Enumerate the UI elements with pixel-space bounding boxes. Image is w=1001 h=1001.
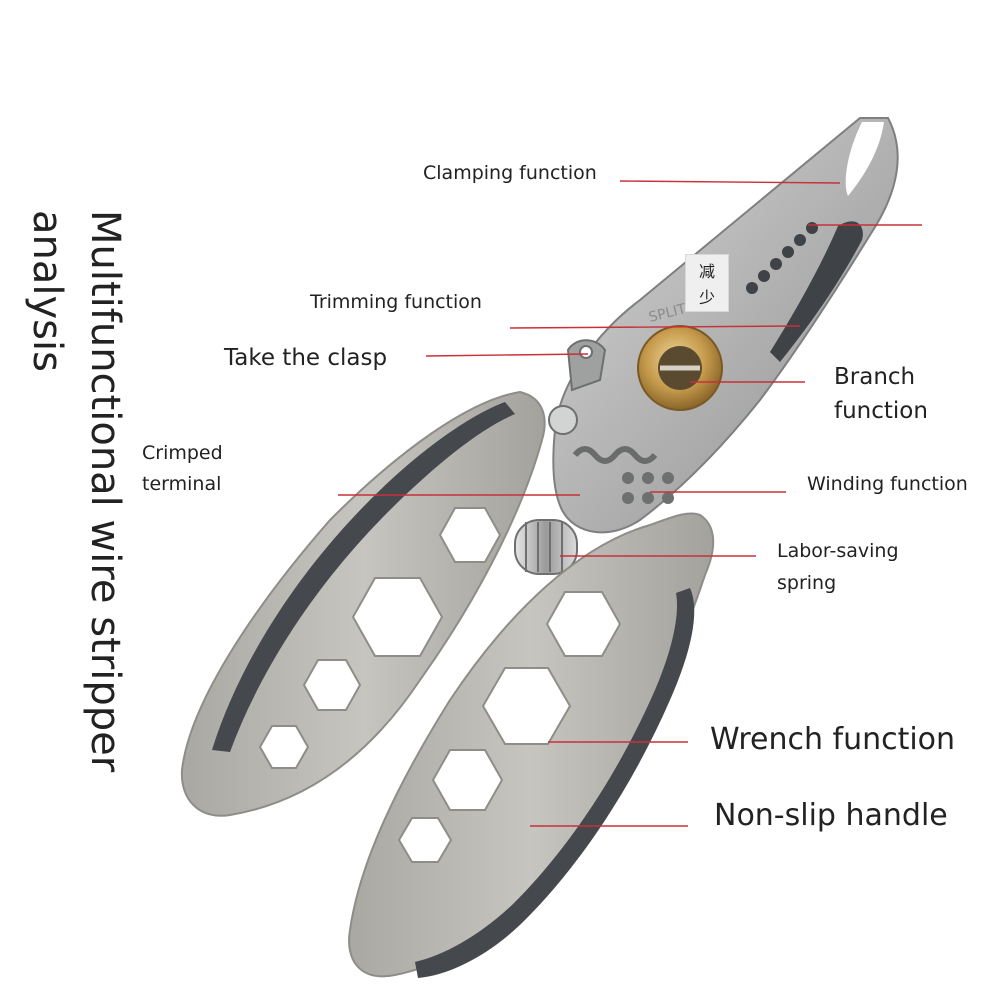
right-hex-hole-3 bbox=[431, 749, 504, 811]
label-spring-line-1: Labor-saving bbox=[777, 540, 899, 562]
title-line-1: Multifunctional wire stripper bbox=[82, 210, 128, 773]
label-take-the-clasp: Take the clasp bbox=[224, 345, 388, 371]
left-grip-strip bbox=[212, 402, 515, 752]
label-branch-line-1: Branch bbox=[834, 364, 916, 390]
stamp-overlay: 减 少 bbox=[685, 254, 729, 312]
left-handle bbox=[180, 390, 546, 817]
leader-lines bbox=[338, 180, 922, 827]
label-crimped-line-2: terminal bbox=[142, 473, 222, 495]
label-trimming-function: Trimming function bbox=[310, 291, 482, 313]
label-crimped-line-1: Crimped bbox=[142, 442, 223, 464]
left-hex-hole-2 bbox=[351, 577, 444, 657]
label-wrench-function: Wrench function bbox=[710, 722, 956, 757]
steel-head bbox=[552, 117, 899, 534]
left-hex-hole-4 bbox=[258, 725, 310, 769]
label-clamping-function: Clamping function bbox=[423, 162, 597, 184]
label-winding-function: Winding function bbox=[807, 473, 968, 495]
left-hex-hole-1 bbox=[438, 507, 502, 563]
leader-line-trimming bbox=[509, 325, 801, 329]
vertical-title: Multifunctional wire stripper analysis bbox=[18, 210, 134, 772]
stamp-char-2: 少 bbox=[698, 288, 715, 307]
right-hex-hole-2 bbox=[481, 667, 572, 745]
label-branch-function: Branch function bbox=[834, 360, 928, 428]
label-branch-line-2: function bbox=[834, 398, 928, 424]
spring bbox=[514, 519, 578, 575]
title-line-2: analysis bbox=[24, 210, 70, 372]
leader-line-clasp bbox=[425, 353, 589, 357]
right-hex-hole-1 bbox=[545, 591, 622, 657]
right-handle bbox=[348, 512, 715, 978]
stripping-teeth bbox=[746, 222, 818, 294]
winding-holes bbox=[622, 472, 674, 504]
crimp-wave bbox=[572, 446, 658, 464]
clasp bbox=[548, 339, 607, 435]
left-hex-hole-3 bbox=[302, 659, 362, 711]
label-crimped-terminal: Crimped terminal bbox=[142, 438, 223, 500]
jaw-gap bbox=[845, 122, 884, 196]
stamp-char-1: 减 bbox=[698, 262, 715, 281]
label-spring-line-2: spring bbox=[777, 572, 837, 594]
dark-blade-edge bbox=[770, 221, 863, 362]
brass-ring bbox=[637, 325, 723, 411]
label-non-slip-handle: Non-slip handle bbox=[714, 798, 948, 833]
right-hex-hole-4 bbox=[397, 817, 453, 863]
label-labor-saving-spring: Labor-saving spring bbox=[777, 535, 899, 599]
leader-line-clamping bbox=[619, 180, 841, 184]
